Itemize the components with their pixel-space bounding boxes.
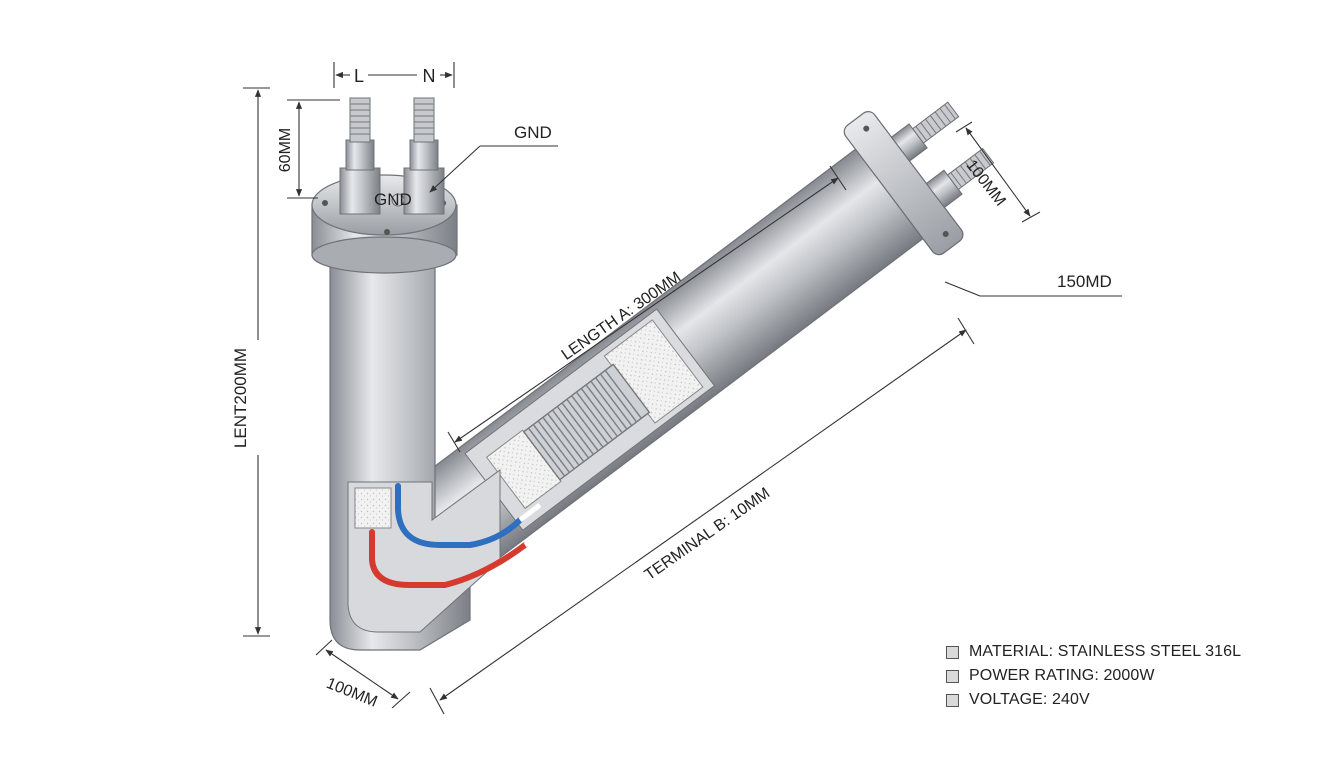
label-terminal-b: TERMINAL B: 10MM (642, 485, 774, 584)
spec-legend: MATERIAL: STAINLESS STEEL 316L POWER RAT… (946, 640, 1241, 712)
legend-swatch (946, 693, 959, 707)
live-terminal (339, 97, 381, 215)
legend-swatch (946, 669, 959, 683)
label-flange-diameter: 150MD (1057, 272, 1112, 291)
legend-item-power: POWER RATING: 2000W (946, 664, 1241, 688)
label-live: L (354, 66, 364, 86)
legend-swatch (946, 645, 959, 659)
top-flange (311, 97, 458, 274)
label-terminal-height: 60MM (277, 128, 294, 172)
neutral-terminal (403, 97, 445, 215)
legend-item-voltage: VOLTAGE: 240V (946, 688, 1241, 712)
label-vertical-length: LENT200MM (231, 348, 250, 448)
label-gnd-flange: GND (374, 190, 412, 209)
legend-power-label: POWER RATING: 2000W (969, 667, 1155, 684)
legend-item-material: MATERIAL: STAINLESS STEEL 316L (946, 640, 1241, 664)
label-neutral: N (423, 66, 436, 86)
legend-material-label: MATERIAL: STAINLESS STEEL 316L (969, 643, 1242, 660)
legend-voltage-label: VOLTAGE: 240V (969, 691, 1090, 708)
label-gnd-top: GND (514, 123, 552, 142)
right-flange (843, 101, 995, 256)
dimension-lines (243, 62, 1122, 715)
